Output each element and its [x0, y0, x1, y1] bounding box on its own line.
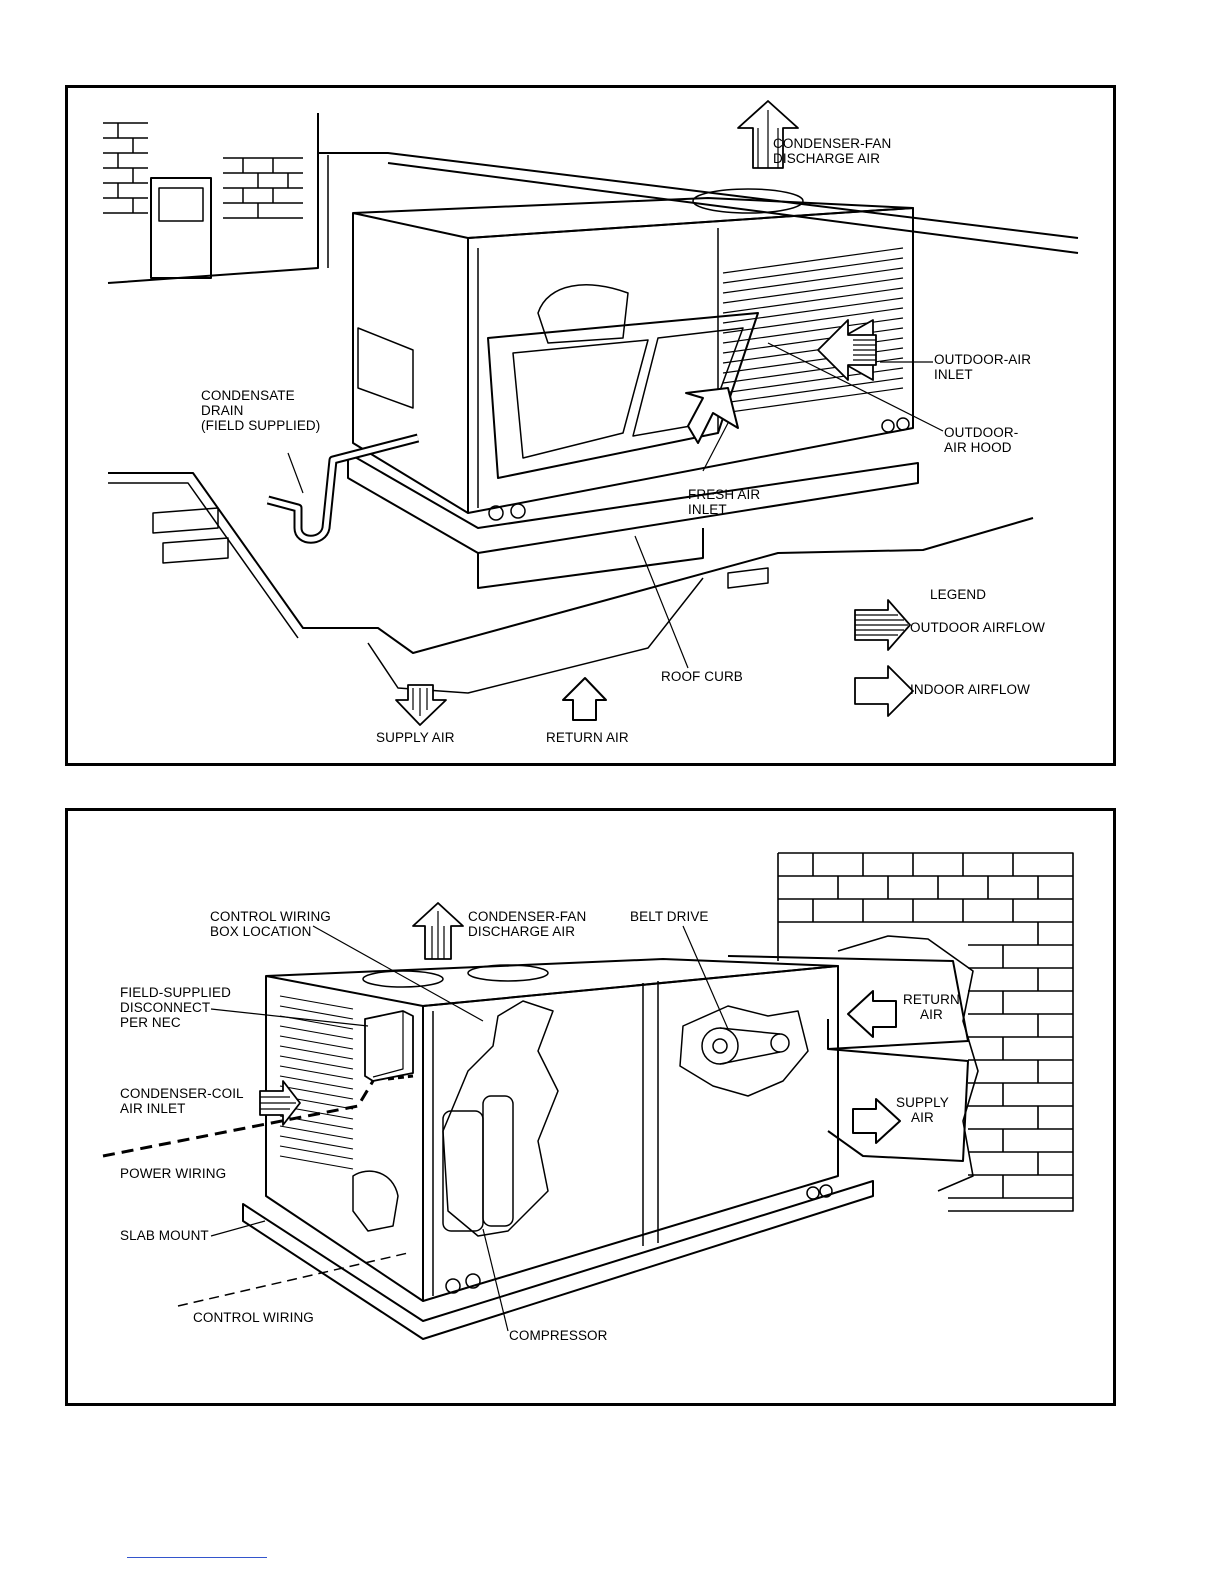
- label-condensate-drain: CONDENSATE DRAIN (FIELD SUPPLIED): [201, 388, 321, 433]
- brick-wall: [777, 852, 1074, 1212]
- label-supply-air: SUPPLY AIR: [896, 1095, 949, 1125]
- supply-air-arrow: [395, 684, 447, 726]
- return-air-arrow: [562, 677, 607, 721]
- label-legend-title: LEGEND: [930, 587, 987, 602]
- rooftop-unit-illustration: [103, 100, 1079, 726]
- label-return-air: RETURN AIR: [903, 992, 960, 1022]
- condenser-fan-discharge-arrow: [737, 100, 799, 169]
- slab-mount-unit-illustration: [102, 852, 1074, 1340]
- supply-duct: [827, 1048, 969, 1162]
- label-power-wiring: POWER WIRING: [120, 1166, 227, 1181]
- condenser-coil-air-inlet-arrow: [259, 1080, 301, 1126]
- slab-mount-unit: [265, 958, 839, 1302]
- supply-air-arrow: [852, 1098, 901, 1144]
- fresh-air-inlet-arrow: [685, 387, 739, 444]
- outdoor-air-inlet-arrow: [817, 319, 877, 381]
- label-field-supplied-disconnect: FIELD-SUPPLIED DISCONNECT PER NEC: [120, 985, 231, 1030]
- roof-curb: [347, 452, 919, 694]
- slab-mount: [242, 1180, 874, 1340]
- legend-indoor-airflow-icon: [854, 665, 914, 717]
- roof-deck: [108, 472, 1034, 654]
- building-wall: [103, 113, 1079, 284]
- label-slab-mount: SLAB MOUNT: [120, 1228, 209, 1243]
- label-condenser-coil-air-inlet: CONDENSER-COIL AIR INLET: [120, 1086, 244, 1116]
- label-belt-drive: BELT DRIVE: [630, 909, 709, 924]
- return-duct: [727, 955, 969, 1050]
- label-supply-air: SUPPLY AIR: [376, 730, 455, 745]
- label-roof-curb: ROOF CURB: [661, 669, 743, 684]
- label-outdoor-air-inlet: OUTDOOR-AIR INLET: [934, 352, 1032, 382]
- label-return-air: RETURN AIR: [546, 730, 629, 745]
- label-condenser-fan-discharge-air: CONDENSER-FAN DISCHARGE AIR: [468, 909, 587, 939]
- label-outdoor-air-hood: OUTDOOR- AIR HOOD: [944, 425, 1019, 455]
- rooftop-unit: [352, 188, 914, 521]
- label-compressor: COMPRESSOR: [509, 1328, 608, 1343]
- legend-outdoor-airflow-icon: [854, 599, 911, 651]
- leader-lines: [287, 342, 944, 669]
- label-control-wiring-box-location: CONTROL WIRING BOX LOCATION: [210, 909, 331, 939]
- label-legend-indoor-airflow: INDOOR AIRFLOW: [910, 682, 1030, 697]
- label-control-wiring: CONTROL WIRING: [193, 1310, 314, 1325]
- leader-lines: [210, 925, 729, 1332]
- control-wiring-line: [177, 1252, 409, 1307]
- figure-rooftop-unit-panel: CONDENSER-FAN DISCHARGE AIR OUTDOOR-AIR …: [65, 85, 1116, 766]
- label-fresh-air-inlet: FRESH AIR INLET: [688, 487, 761, 517]
- label-condenser-fan-discharge-air: CONDENSER-FAN DISCHARGE AIR: [773, 136, 892, 166]
- figure-slab-mount-unit-panel: CONTROL WIRING BOX LOCATION CONDENSER-FA…: [65, 808, 1116, 1406]
- return-air-arrow: [847, 990, 897, 1038]
- label-legend-outdoor-airflow: OUTDOOR AIRFLOW: [910, 620, 1046, 635]
- condenser-fan-discharge-arrow: [412, 902, 464, 960]
- condensate-drain-pipe: [266, 433, 420, 544]
- footer-link-underline: [127, 1557, 267, 1558]
- power-wiring-line: [102, 1074, 414, 1158]
